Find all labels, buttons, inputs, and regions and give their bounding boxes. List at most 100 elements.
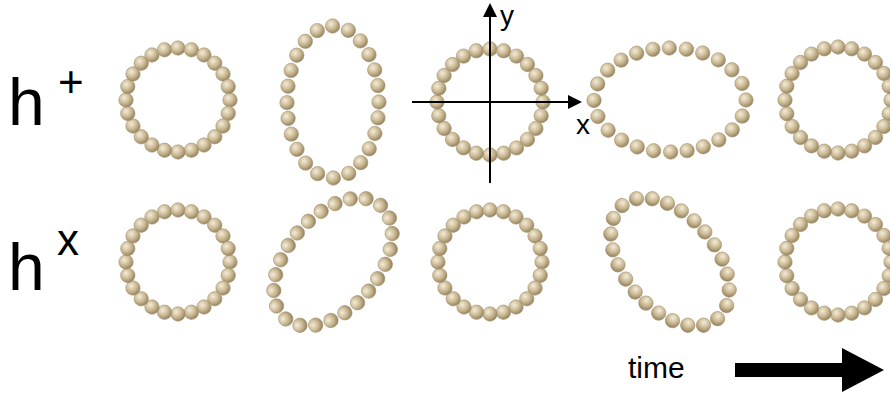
bead — [438, 281, 452, 295]
bead — [372, 95, 386, 109]
bead — [528, 229, 542, 243]
bead — [780, 241, 794, 255]
bead — [469, 205, 483, 219]
bead — [693, 315, 713, 335]
bead — [371, 78, 385, 92]
bead-ring — [577, 166, 763, 359]
bead — [184, 205, 198, 219]
bead-rings — [119, 19, 890, 359]
bead — [382, 223, 402, 243]
bead — [184, 43, 198, 57]
bead — [145, 48, 159, 62]
bead — [719, 280, 739, 300]
bead — [509, 300, 523, 314]
bead — [696, 140, 710, 154]
x-axis — [412, 101, 572, 103]
bead — [221, 106, 235, 120]
bead — [121, 268, 135, 282]
bead — [804, 47, 818, 61]
bead — [432, 81, 446, 95]
bead — [608, 255, 628, 275]
bead — [171, 307, 185, 321]
bead — [371, 111, 385, 125]
bead — [119, 93, 133, 107]
bead — [533, 241, 547, 255]
bead — [716, 295, 736, 315]
bead — [845, 204, 859, 218]
bead — [362, 47, 376, 61]
bead — [778, 255, 792, 269]
bead — [171, 203, 185, 217]
bead — [298, 156, 312, 170]
bead-ring — [431, 203, 549, 321]
bead — [717, 264, 737, 284]
bead — [431, 255, 445, 269]
bead — [157, 43, 171, 57]
bead — [845, 306, 859, 320]
bead — [157, 205, 171, 219]
bead — [877, 66, 890, 80]
bead — [280, 95, 294, 109]
bead — [614, 53, 628, 67]
bead — [817, 144, 831, 158]
time-arrow-head — [842, 348, 884, 392]
bead — [197, 138, 211, 152]
bead — [223, 255, 237, 269]
bead — [325, 193, 345, 213]
bead — [711, 53, 725, 67]
bead-ring — [280, 19, 386, 185]
axis-arrowhead — [483, 3, 497, 17]
polarization-superscript: + — [58, 60, 84, 104]
bead — [712, 249, 732, 269]
bead — [831, 202, 845, 216]
bead — [778, 93, 792, 107]
bead — [356, 189, 376, 209]
bead — [780, 269, 794, 283]
axis-label: x — [576, 111, 590, 139]
bead — [298, 34, 312, 48]
bead — [281, 79, 295, 93]
bead — [281, 111, 295, 125]
bead — [735, 109, 749, 123]
bead — [290, 48, 304, 62]
bead — [223, 93, 237, 107]
bead — [591, 109, 605, 123]
bead — [266, 296, 286, 316]
bead — [457, 210, 471, 224]
polarization-symbol: h — [8, 69, 45, 135]
bead — [817, 204, 831, 218]
bead — [735, 76, 749, 90]
bead — [533, 268, 547, 282]
bead — [646, 42, 660, 56]
bead — [341, 23, 355, 37]
bead — [157, 143, 171, 157]
bead — [126, 281, 140, 295]
bead — [535, 255, 549, 269]
bead — [626, 189, 646, 209]
bead — [785, 119, 799, 133]
bead — [882, 241, 890, 255]
bead — [469, 305, 483, 319]
bead — [171, 145, 185, 159]
bead — [630, 140, 644, 154]
bead — [712, 133, 726, 147]
bead — [780, 107, 794, 121]
bead — [884, 93, 890, 107]
bead — [157, 305, 171, 319]
bead — [221, 79, 235, 93]
bead — [857, 139, 871, 153]
bead — [601, 224, 621, 244]
bead — [877, 228, 890, 242]
bead — [325, 19, 339, 33]
bead — [591, 77, 605, 91]
bead — [725, 63, 739, 77]
bead — [857, 301, 871, 315]
bead — [884, 255, 890, 269]
bead — [603, 240, 623, 260]
bead — [831, 40, 845, 54]
bead-ring — [778, 202, 890, 322]
time-arrow — [735, 348, 884, 392]
bead-ring — [119, 41, 237, 159]
bead — [817, 42, 831, 56]
